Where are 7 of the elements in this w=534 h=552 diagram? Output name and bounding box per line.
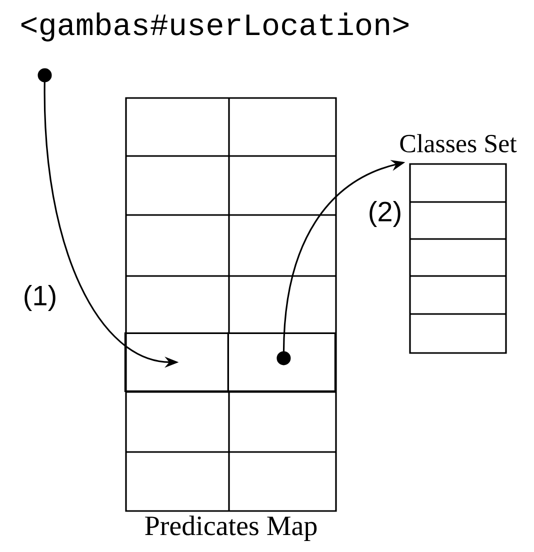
uri-text: <gambas#userLocation>	[21, 12, 408, 42]
node-label: Classes Set	[400, 134, 517, 152]
edge-label: (1)	[22, 284, 58, 312]
table: Predicates Map	[125, 97, 337, 541]
table-cell	[124, 332, 229, 392]
node-label: Predicates Map	[145, 516, 317, 541]
table-cell	[227, 332, 336, 392]
